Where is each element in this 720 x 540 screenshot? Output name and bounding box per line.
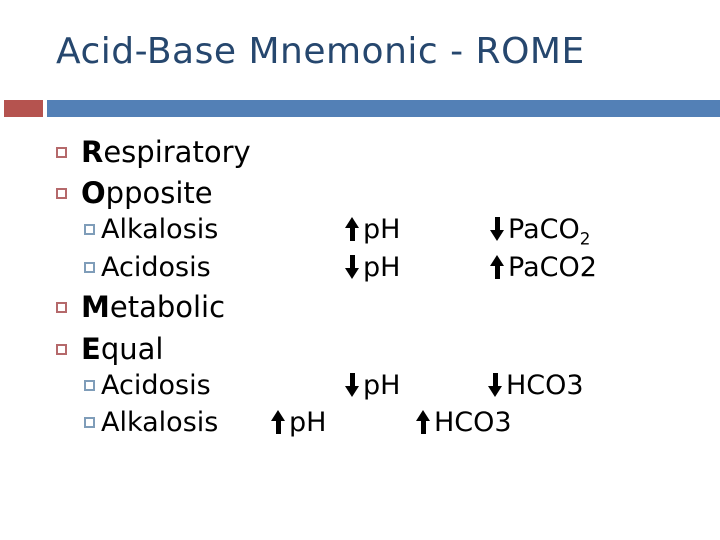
arrow-down-icon	[345, 255, 360, 279]
arrow-up-icon	[416, 410, 431, 434]
bullet-label: Equal	[81, 332, 164, 366]
ph-label: pH	[363, 369, 401, 401]
ph-indicator: pH	[345, 250, 400, 284]
arrow-down-icon	[490, 217, 505, 241]
sub-bullet-label: Alkalosis	[101, 213, 219, 245]
slide-title: Acid-Base Mnemonic - ROME	[56, 31, 585, 72]
bullet-item: Metabolic	[56, 290, 225, 324]
sub-bullet-item: Acidosis	[84, 250, 211, 284]
bullet-label: Opposite	[81, 176, 213, 210]
ph-label: pH	[363, 251, 401, 283]
accent-bar-blue	[47, 100, 720, 117]
sub-bullet-row-metabolic-acidosis: Acidosis pH HCO3	[0, 368, 720, 402]
square-bullet-icon	[56, 301, 67, 313]
paco2-label: PaCO2	[508, 251, 597, 283]
paco2-indicator: PaCO2	[490, 212, 590, 246]
sub-bullet-label: Acidosis	[101, 251, 211, 283]
bullet-label: Respiratory	[81, 135, 251, 169]
sub-bullet-item: Acidosis	[84, 368, 211, 402]
ph-indicator: pH	[345, 368, 400, 402]
accent-bar-red-square	[4, 100, 43, 117]
square-sub-bullet-icon	[84, 261, 95, 273]
square-bullet-icon	[56, 343, 67, 355]
hco3-label: HCO3	[506, 369, 584, 401]
bullet-row-respiratory: Respiratory	[0, 135, 720, 169]
ph-label: pH	[289, 406, 327, 438]
bullet-row-metabolic: Metabolic	[0, 290, 720, 324]
bullet-item: Respiratory	[56, 135, 251, 169]
square-sub-bullet-icon	[84, 223, 95, 235]
sub-bullet-label: Alkalosis	[101, 406, 219, 438]
hco3-indicator: HCO3	[416, 405, 512, 439]
sub-bullet-item: Alkalosis	[84, 212, 218, 246]
bullet-row-equal: Equal	[0, 332, 720, 366]
arrow-down-icon	[488, 373, 503, 397]
sub-bullet-row-respiratory-acidosis: Acidosis pH PaCO2	[0, 250, 720, 284]
sub-bullet-label: Acidosis	[101, 369, 211, 401]
arrow-up-icon	[490, 255, 505, 279]
square-sub-bullet-icon	[84, 416, 95, 428]
bullet-row-opposite: Opposite	[0, 176, 720, 210]
hco3-indicator: HCO3	[488, 368, 584, 402]
square-bullet-icon	[56, 146, 67, 158]
arrow-up-icon	[271, 410, 286, 434]
hco3-label: HCO3	[434, 406, 512, 438]
sub-bullet-item: Alkalosis	[84, 405, 218, 439]
arrow-down-icon	[345, 373, 360, 397]
sub-bullet-row-respiratory-alkalosis: Alkalosis pH PaCO2	[0, 212, 720, 246]
sub-bullet-row-metabolic-alkalosis: Alkalosis pH HCO3	[0, 405, 720, 439]
bullet-label: Metabolic	[81, 290, 226, 324]
square-sub-bullet-icon	[84, 379, 95, 391]
paco2-label: PaCO2	[508, 213, 591, 248]
bullet-item: Equal	[56, 332, 163, 366]
square-bullet-icon	[56, 187, 67, 199]
arrow-up-icon	[345, 217, 360, 241]
paco2-indicator: PaCO2	[490, 250, 597, 284]
ph-indicator: pH	[345, 212, 400, 246]
bullet-item: Opposite	[56, 176, 213, 210]
ph-label: pH	[363, 213, 401, 245]
ph-indicator: pH	[271, 405, 326, 439]
